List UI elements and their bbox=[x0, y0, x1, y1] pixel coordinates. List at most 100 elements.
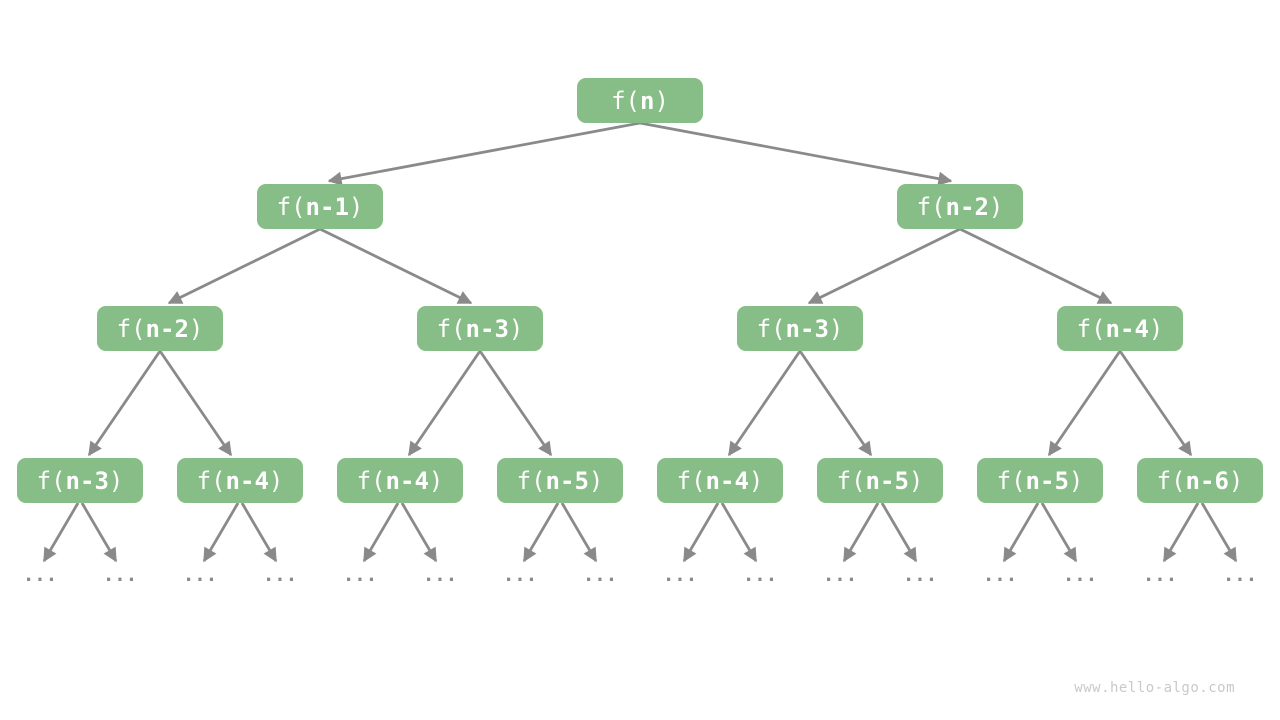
edge-arrow bbox=[682, 502, 720, 563]
edge-arrow bbox=[202, 502, 240, 563]
leaf-ellipsis: ... bbox=[22, 564, 58, 586]
tree-node: f(n-6) bbox=[1137, 458, 1263, 503]
node-label-suffix: ) bbox=[268, 466, 284, 495]
node-label-prefix: f( bbox=[196, 466, 226, 495]
node-label-arg: n-4 bbox=[385, 466, 429, 495]
edge-arrow bbox=[362, 502, 400, 563]
node-label-arg: n bbox=[640, 86, 655, 115]
node-label-prefix: f( bbox=[756, 314, 786, 343]
node-label-prefix: f( bbox=[276, 192, 306, 221]
leaf-ellipsis: ... bbox=[502, 564, 538, 586]
edge-arrow bbox=[639, 121, 953, 186]
edge-arrow bbox=[400, 502, 438, 563]
edge-arrow bbox=[1002, 502, 1040, 563]
leaf-ellipsis: ... bbox=[262, 564, 298, 586]
node-label-prefix: f( bbox=[611, 86, 640, 115]
edge-arrow bbox=[240, 502, 278, 563]
leaf-ellipsis: ... bbox=[822, 564, 858, 586]
edge-arrow bbox=[1162, 502, 1200, 563]
edge-arrow bbox=[560, 502, 598, 563]
node-label-prefix: f( bbox=[836, 466, 866, 495]
leaf-ellipsis: ... bbox=[182, 564, 218, 586]
node-label-arg: n-4 bbox=[705, 466, 749, 495]
node-label-prefix: f( bbox=[36, 466, 66, 495]
node-label-prefix: f( bbox=[996, 466, 1026, 495]
node-label-prefix: f( bbox=[676, 466, 706, 495]
node-label-prefix: f( bbox=[1076, 314, 1106, 343]
tree-node: f(n-2) bbox=[897, 184, 1023, 229]
leaf-ellipsis: ... bbox=[982, 564, 1018, 586]
tree-node: f(n-4) bbox=[1057, 306, 1183, 351]
node-label-prefix: f( bbox=[516, 466, 546, 495]
edge-arrow bbox=[1040, 502, 1078, 563]
leaf-ellipsis: ... bbox=[1142, 564, 1178, 586]
edge-arrow bbox=[87, 350, 162, 457]
leaf-ellipsis: ... bbox=[582, 564, 618, 586]
leaf-ellipsis: ... bbox=[1222, 564, 1258, 586]
node-label-suffix: ) bbox=[908, 466, 924, 495]
node-label-arg: n-3 bbox=[465, 314, 509, 343]
edge-arrow bbox=[327, 121, 641, 186]
tree-node: f(n-1) bbox=[257, 184, 383, 229]
tree-node: f(n) bbox=[577, 78, 703, 123]
node-label-arg: n-5 bbox=[1025, 466, 1069, 495]
node-label-prefix: f( bbox=[116, 314, 146, 343]
node-label-suffix: ) bbox=[1228, 466, 1244, 495]
node-label-arg: n-4 bbox=[1105, 314, 1149, 343]
leaf-ellipsis: ... bbox=[342, 564, 378, 586]
leaf-ellipsis: ... bbox=[1062, 564, 1098, 586]
edge-arrow bbox=[407, 350, 482, 457]
edge-arrow bbox=[522, 502, 560, 563]
edge-arrow bbox=[720, 502, 758, 563]
edge-arrow bbox=[1047, 350, 1122, 457]
node-label-suffix: ) bbox=[988, 192, 1004, 221]
edge-arrow bbox=[478, 350, 553, 457]
tree-node: f(n-2) bbox=[97, 306, 223, 351]
node-label-suffix: ) bbox=[348, 192, 364, 221]
edge-arrow bbox=[80, 502, 118, 563]
edge-arrow bbox=[42, 502, 80, 563]
node-label-arg: n-5 bbox=[545, 466, 589, 495]
leaf-ellipsis: ... bbox=[902, 564, 938, 586]
tree-node: f(n-5) bbox=[817, 458, 943, 503]
node-label-suffix: ) bbox=[588, 466, 604, 495]
edge-arrow bbox=[727, 350, 802, 457]
node-label-suffix: ) bbox=[828, 314, 844, 343]
node-label-suffix: ) bbox=[108, 466, 124, 495]
watermark: www.hello-algo.com bbox=[1074, 680, 1235, 696]
node-label-arg: n-2 bbox=[145, 314, 189, 343]
tree-node: f(n-4) bbox=[337, 458, 463, 503]
leaf-ellipsis: ... bbox=[742, 564, 778, 586]
tree-node: f(n-3) bbox=[17, 458, 143, 503]
edge-arrow bbox=[842, 502, 880, 563]
node-label-prefix: f( bbox=[916, 192, 946, 221]
leaf-ellipsis: ... bbox=[422, 564, 458, 586]
node-label-prefix: f( bbox=[356, 466, 386, 495]
node-label-prefix: f( bbox=[1156, 466, 1186, 495]
edge-arrow bbox=[158, 350, 233, 457]
leaf-ellipsis: ... bbox=[102, 564, 138, 586]
edge-arrow bbox=[807, 227, 961, 305]
edge-arrow bbox=[167, 227, 321, 305]
node-label-suffix: ) bbox=[188, 314, 204, 343]
node-label-arg: n-4 bbox=[225, 466, 269, 495]
tree-node: f(n-3) bbox=[417, 306, 543, 351]
tree-node: f(n-4) bbox=[177, 458, 303, 503]
tree-node: f(n-3) bbox=[737, 306, 863, 351]
node-label-suffix: ) bbox=[748, 466, 764, 495]
edge-arrow bbox=[880, 502, 918, 563]
node-label-arg: n-3 bbox=[785, 314, 829, 343]
tree-node: f(n-5) bbox=[497, 458, 623, 503]
node-label-suffix: ) bbox=[428, 466, 444, 495]
node-label-suffix: ) bbox=[1148, 314, 1164, 343]
node-label-arg: n-6 bbox=[1185, 466, 1229, 495]
tree-node: f(n-4) bbox=[657, 458, 783, 503]
node-label-suffix: ) bbox=[508, 314, 524, 343]
edge-arrow bbox=[319, 227, 473, 305]
tree-node: f(n-5) bbox=[977, 458, 1103, 503]
node-label-suffix: ) bbox=[654, 86, 669, 115]
node-label-suffix: ) bbox=[1068, 466, 1084, 495]
node-label-arg: n-2 bbox=[945, 192, 989, 221]
